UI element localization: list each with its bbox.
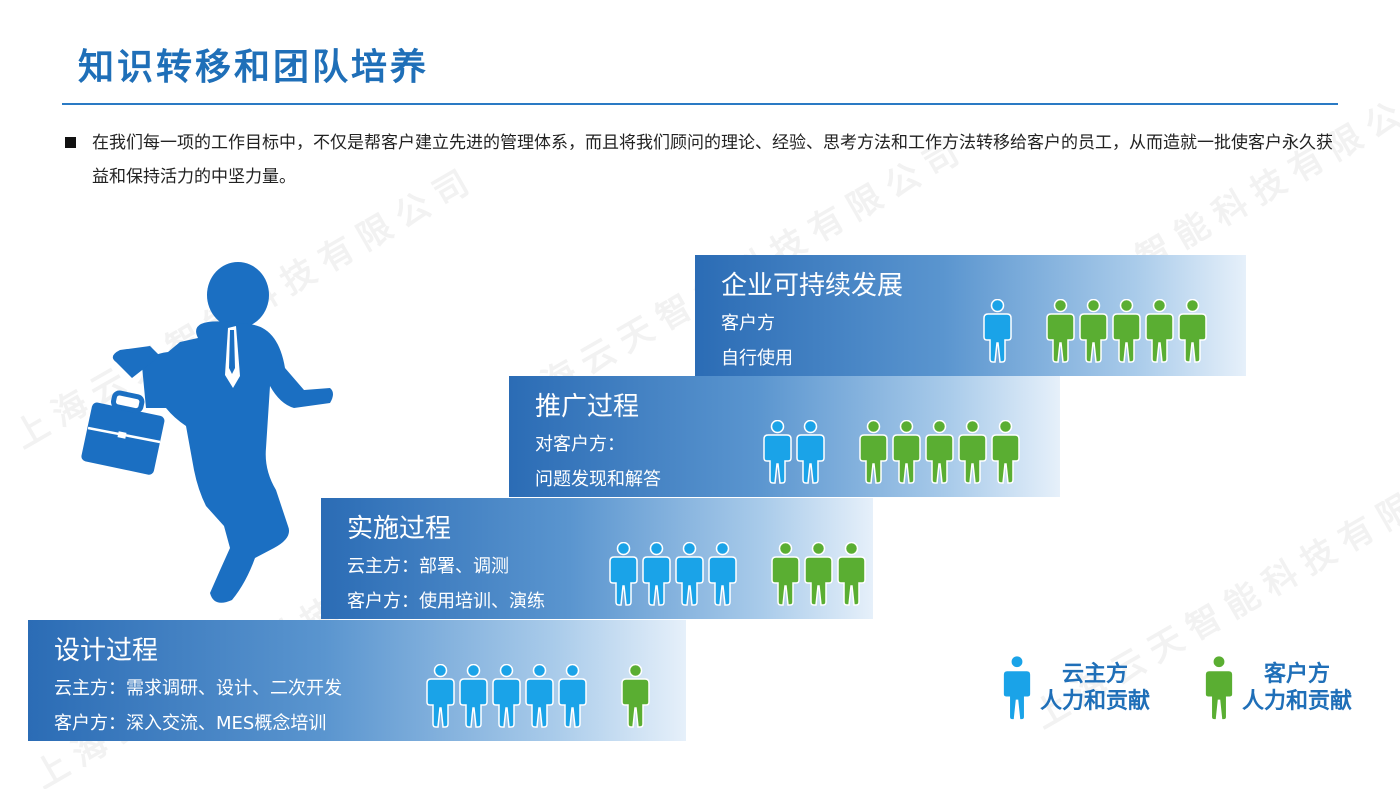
cloud-person-icon xyxy=(558,664,587,728)
legend-cloud-line-2: 人力和贡献 xyxy=(1040,689,1151,714)
cloud-person-icon xyxy=(492,664,521,728)
cloud-person-icon xyxy=(796,420,825,484)
step-title: 设计过程 xyxy=(54,636,159,666)
step-line-2: 问题发现和解答 xyxy=(535,469,661,490)
legend-client-label: 客户方 人力和贡献 xyxy=(1242,661,1352,715)
cloud-person-icon xyxy=(675,542,704,606)
client-person-icon xyxy=(837,542,866,606)
people-group xyxy=(761,420,1022,484)
cloud-person-icon xyxy=(763,420,792,484)
step-title: 企业可持续发展 xyxy=(721,271,904,301)
step-line-2: 客户方：深入交流、MES概念培训 xyxy=(54,713,327,734)
client-person-icon xyxy=(892,420,921,484)
legend-client-line-2: 人力和贡献 xyxy=(1242,689,1353,714)
legend-client-line-1: 客户方 xyxy=(1264,662,1331,687)
intro-paragraph: 在我们每一项的工作目标中，不仅是帮客户建立先进的管理体系，而且将我们顾问的理论、… xyxy=(62,126,1342,194)
intro-text: 在我们每一项的工作目标中，不仅是帮客户建立先进的管理体系，而且将我们顾问的理论、… xyxy=(92,133,1333,187)
step-title: 推广过程 xyxy=(535,392,640,422)
client-person-icon xyxy=(621,664,650,728)
legend-cloud-label: 云主方 人力和贡献 xyxy=(1040,661,1150,715)
cloud-person-icon xyxy=(525,664,554,728)
legend-cloud: 云主方 人力和贡献 xyxy=(1000,655,1150,721)
legend-client: 客户方 人力和贡献 xyxy=(1202,655,1352,721)
cloud-person-icon xyxy=(426,664,455,728)
client-person-icon xyxy=(1204,655,1234,721)
people-group xyxy=(981,299,1209,363)
page-title: 知识转移和团队培养 xyxy=(78,47,430,88)
client-person-icon xyxy=(771,542,800,606)
square-bullet-icon xyxy=(65,137,76,148)
cloud-person-icon xyxy=(983,299,1012,363)
client-person-icon xyxy=(1178,299,1207,363)
step-design: 设计过程 云主方：需求调研、设计、二次开发 客户方：深入交流、MES概念培训 xyxy=(28,620,686,741)
step-line-1: 云主方：部署、调测 xyxy=(347,556,509,577)
client-person-icon xyxy=(991,420,1020,484)
people-gap xyxy=(589,664,619,728)
people-group xyxy=(424,664,652,728)
cloud-person-icon xyxy=(642,542,671,606)
client-person-icon xyxy=(1145,299,1174,363)
step-promotion: 推广过程 对客户方： 问题发现和解答 xyxy=(509,376,1060,497)
cloud-person-icon xyxy=(459,664,488,728)
client-person-icon xyxy=(1079,299,1108,363)
client-person-icon xyxy=(804,542,833,606)
people-gap xyxy=(1014,299,1044,363)
people-group xyxy=(607,542,868,606)
cloud-person-icon xyxy=(609,542,638,606)
legend-cloud-line-1: 云主方 xyxy=(1062,662,1129,687)
cloud-person-icon xyxy=(708,542,737,606)
cloud-person-icon xyxy=(1002,655,1032,721)
client-person-icon xyxy=(925,420,954,484)
client-person-icon xyxy=(1112,299,1141,363)
step-title: 实施过程 xyxy=(347,514,452,544)
step-line-2: 客户方：使用培训、演练 xyxy=(347,591,545,612)
people-gap xyxy=(827,420,857,484)
people-gap xyxy=(739,542,769,606)
client-person-icon xyxy=(958,420,987,484)
client-person-icon xyxy=(1046,299,1075,363)
title-divider xyxy=(62,103,1338,105)
businessman-icon xyxy=(81,262,333,603)
client-person-icon xyxy=(859,420,888,484)
step-implementation: 实施过程 云主方：部署、调测 客户方：使用培训、演练 xyxy=(321,498,873,619)
step-sustainable: 企业可持续发展 客户方 自行使用 xyxy=(695,255,1246,376)
step-line-1: 云主方：需求调研、设计、二次开发 xyxy=(54,678,342,699)
step-line-2: 自行使用 xyxy=(721,348,793,369)
step-line-1: 对客户方： xyxy=(535,434,625,455)
step-line-1: 客户方 xyxy=(721,313,775,334)
